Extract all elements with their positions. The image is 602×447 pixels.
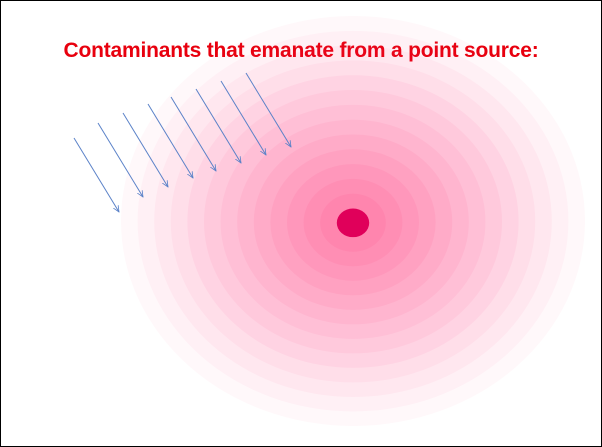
flow-direction-arrows xyxy=(73,72,291,212)
flow-arrow xyxy=(122,112,168,187)
flow-arrow xyxy=(73,137,119,212)
flow-arrow xyxy=(245,72,291,147)
flow-arrow xyxy=(97,122,143,197)
flow-arrow xyxy=(170,96,216,171)
flow-arrow xyxy=(220,80,266,155)
point-source xyxy=(336,208,370,238)
flow-arrow xyxy=(147,103,193,178)
contaminant-concentration-rings xyxy=(137,30,569,412)
slide-title: Contaminants that emanate from a point s… xyxy=(63,39,539,62)
flow-arrow xyxy=(195,88,241,163)
